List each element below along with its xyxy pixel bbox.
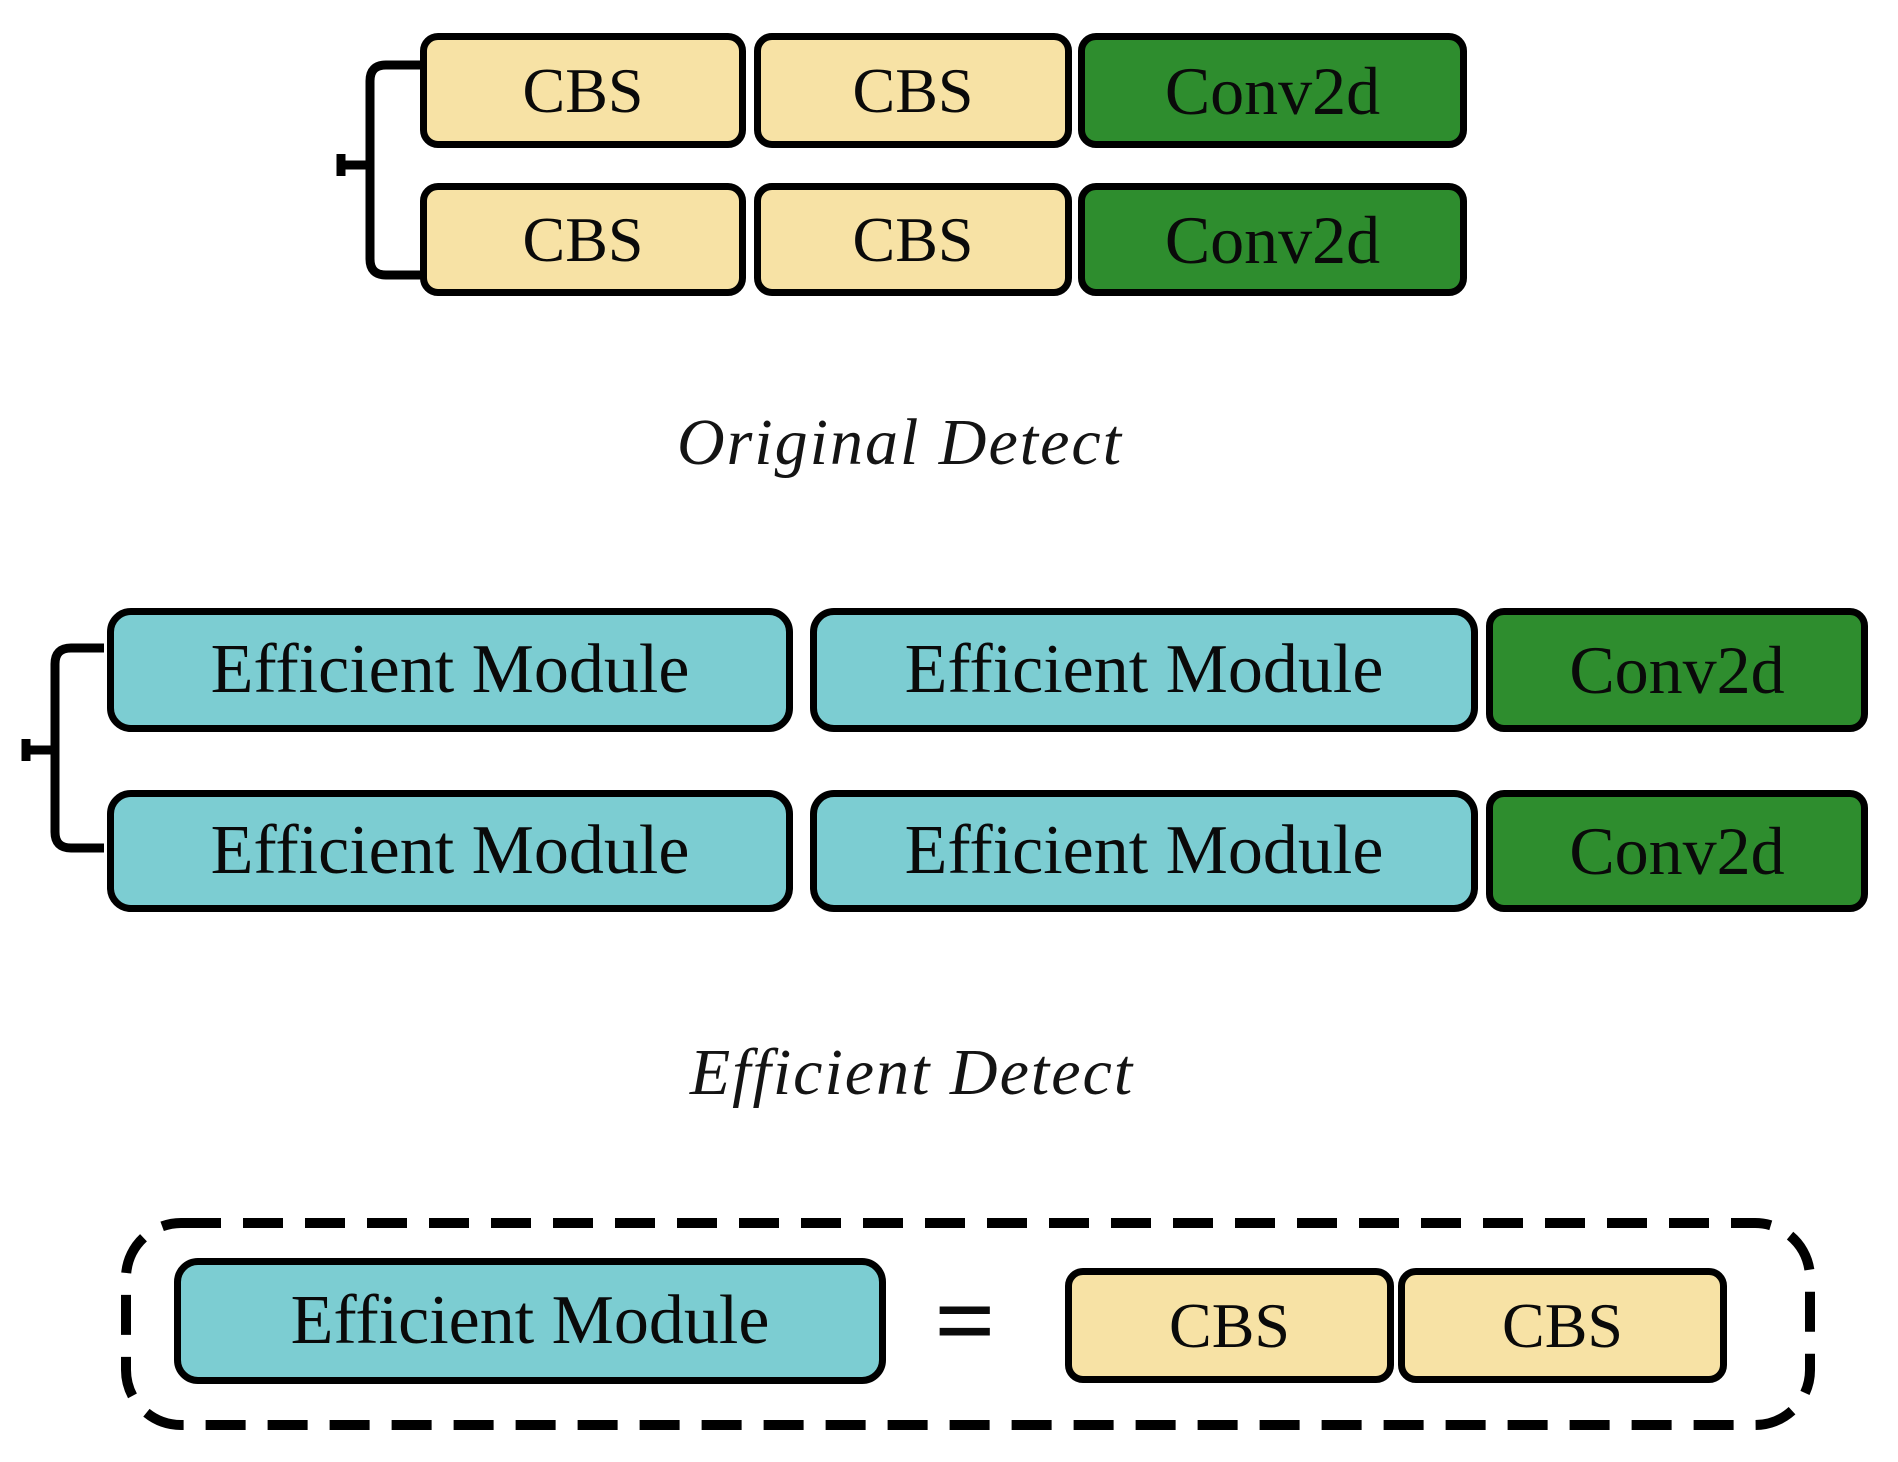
cbs-block: CBS — [420, 33, 746, 148]
curly-brace-icon — [21, 643, 104, 853]
efficient-module-block: Efficient Module — [810, 790, 1478, 912]
cbs-block: CBS — [1398, 1268, 1727, 1383]
conv2d-block: Conv2d — [1078, 183, 1467, 296]
conv2d-block: Conv2d — [1486, 790, 1868, 912]
conv2d-block: Conv2d — [1486, 608, 1868, 732]
conv2d-block: Conv2d — [1078, 33, 1467, 148]
equals-sign: = — [934, 1262, 996, 1381]
efficient-detect-caption: Efficient Detect — [689, 1036, 1135, 1109]
dashed-legend-box — [121, 1218, 1815, 1430]
cbs-block: CBS — [754, 183, 1072, 296]
cbs-block: CBS — [420, 183, 746, 296]
efficient-module-block: Efficient Module — [174, 1258, 886, 1384]
cbs-block: CBS — [754, 33, 1072, 148]
original-detect-caption: Original Detect — [676, 406, 1124, 479]
efficient-module-block: Efficient Module — [107, 790, 793, 912]
efficient-module-block: Efficient Module — [107, 608, 793, 732]
cbs-block: CBS — [1065, 1268, 1394, 1383]
curly-brace-icon — [336, 60, 423, 280]
efficient-module-block: Efficient Module — [810, 608, 1478, 732]
